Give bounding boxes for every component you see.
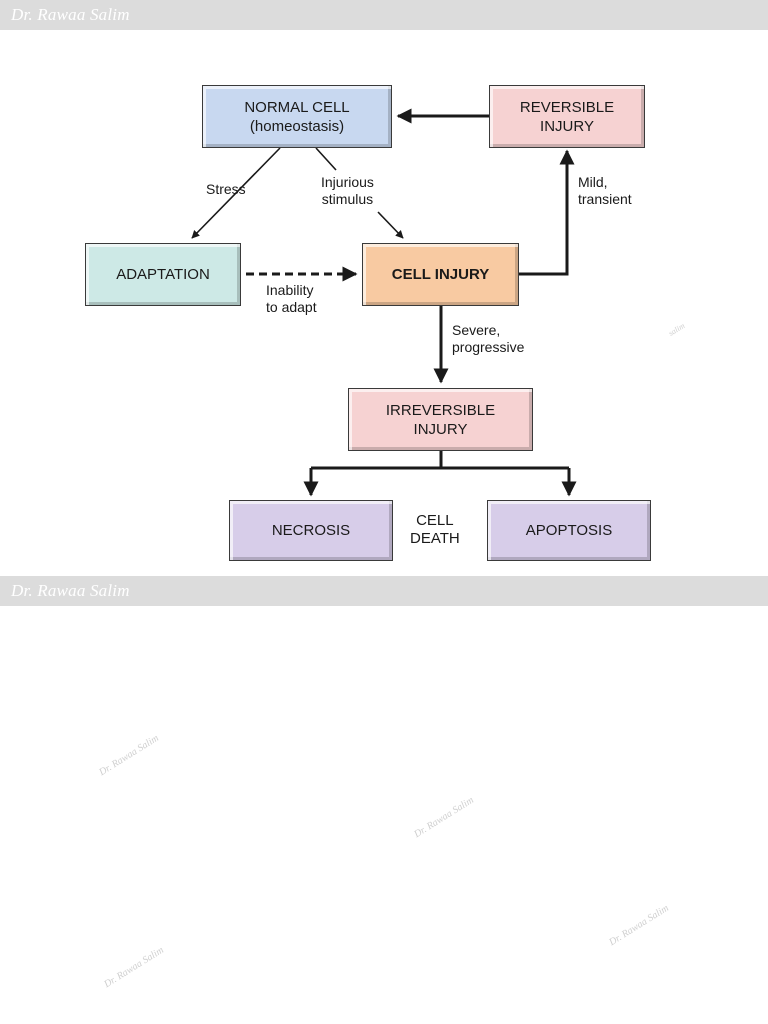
node-cell-injury: CELL INJURY: [362, 243, 519, 306]
node-reversible-injury-label: REVERSIBLE INJURY: [519, 98, 615, 135]
edge-label-severe-progressive: Severe, progressive: [452, 322, 525, 355]
edge-label-injurious-stimulus: Injurious stimulus: [321, 174, 374, 207]
author-footer-text: Dr. Rawaa Salim: [11, 581, 130, 600]
edge-label-stress: Stress: [206, 181, 246, 197]
edge-normal-to-cellinjury-upper: [315, 147, 337, 171]
node-necrosis: NECROSIS: [229, 500, 393, 561]
node-necrosis-label: NECROSIS: [271, 522, 351, 539]
node-adaptation-label: ADAPTATION: [116, 266, 210, 283]
edge-label-inability-to-adapt: Inability to adapt: [266, 282, 317, 315]
node-irreversible-injury-label: IRREVERSIBLE INJURY: [385, 401, 496, 438]
node-apoptosis: APOPTOSIS: [487, 500, 651, 561]
edge-cellinjury-to-reversible: [519, 149, 575, 276]
edge-label-cell-death: CELL DEATH: [410, 512, 460, 547]
node-reversible-injury: REVERSIBLE INJURY: [489, 85, 645, 148]
header-bar-bottom: Dr. Rawaa Salim: [0, 576, 768, 606]
node-apoptosis-label: APOPTOSIS: [525, 522, 613, 539]
node-normal-cell: NORMAL CELL (homeostasis): [202, 85, 392, 148]
node-adaptation: ADAPTATION: [85, 243, 241, 306]
node-normal-cell-label: NORMAL CELL (homeostasis): [244, 98, 350, 135]
author-header-text: Dr. Rawaa Salim: [11, 5, 130, 24]
edge-normal-to-adaptation: [191, 147, 281, 239]
edge-normal-to-cellinjury-lower: [377, 211, 404, 239]
edge-label-mild-transient: Mild, transient: [578, 174, 632, 207]
node-cell-injury-label: CELL INJURY: [391, 266, 490, 283]
header-bar-top: Dr. Rawaa Salim: [0, 0, 768, 30]
node-irreversible-injury: IRREVERSIBLE INJURY: [348, 388, 533, 451]
